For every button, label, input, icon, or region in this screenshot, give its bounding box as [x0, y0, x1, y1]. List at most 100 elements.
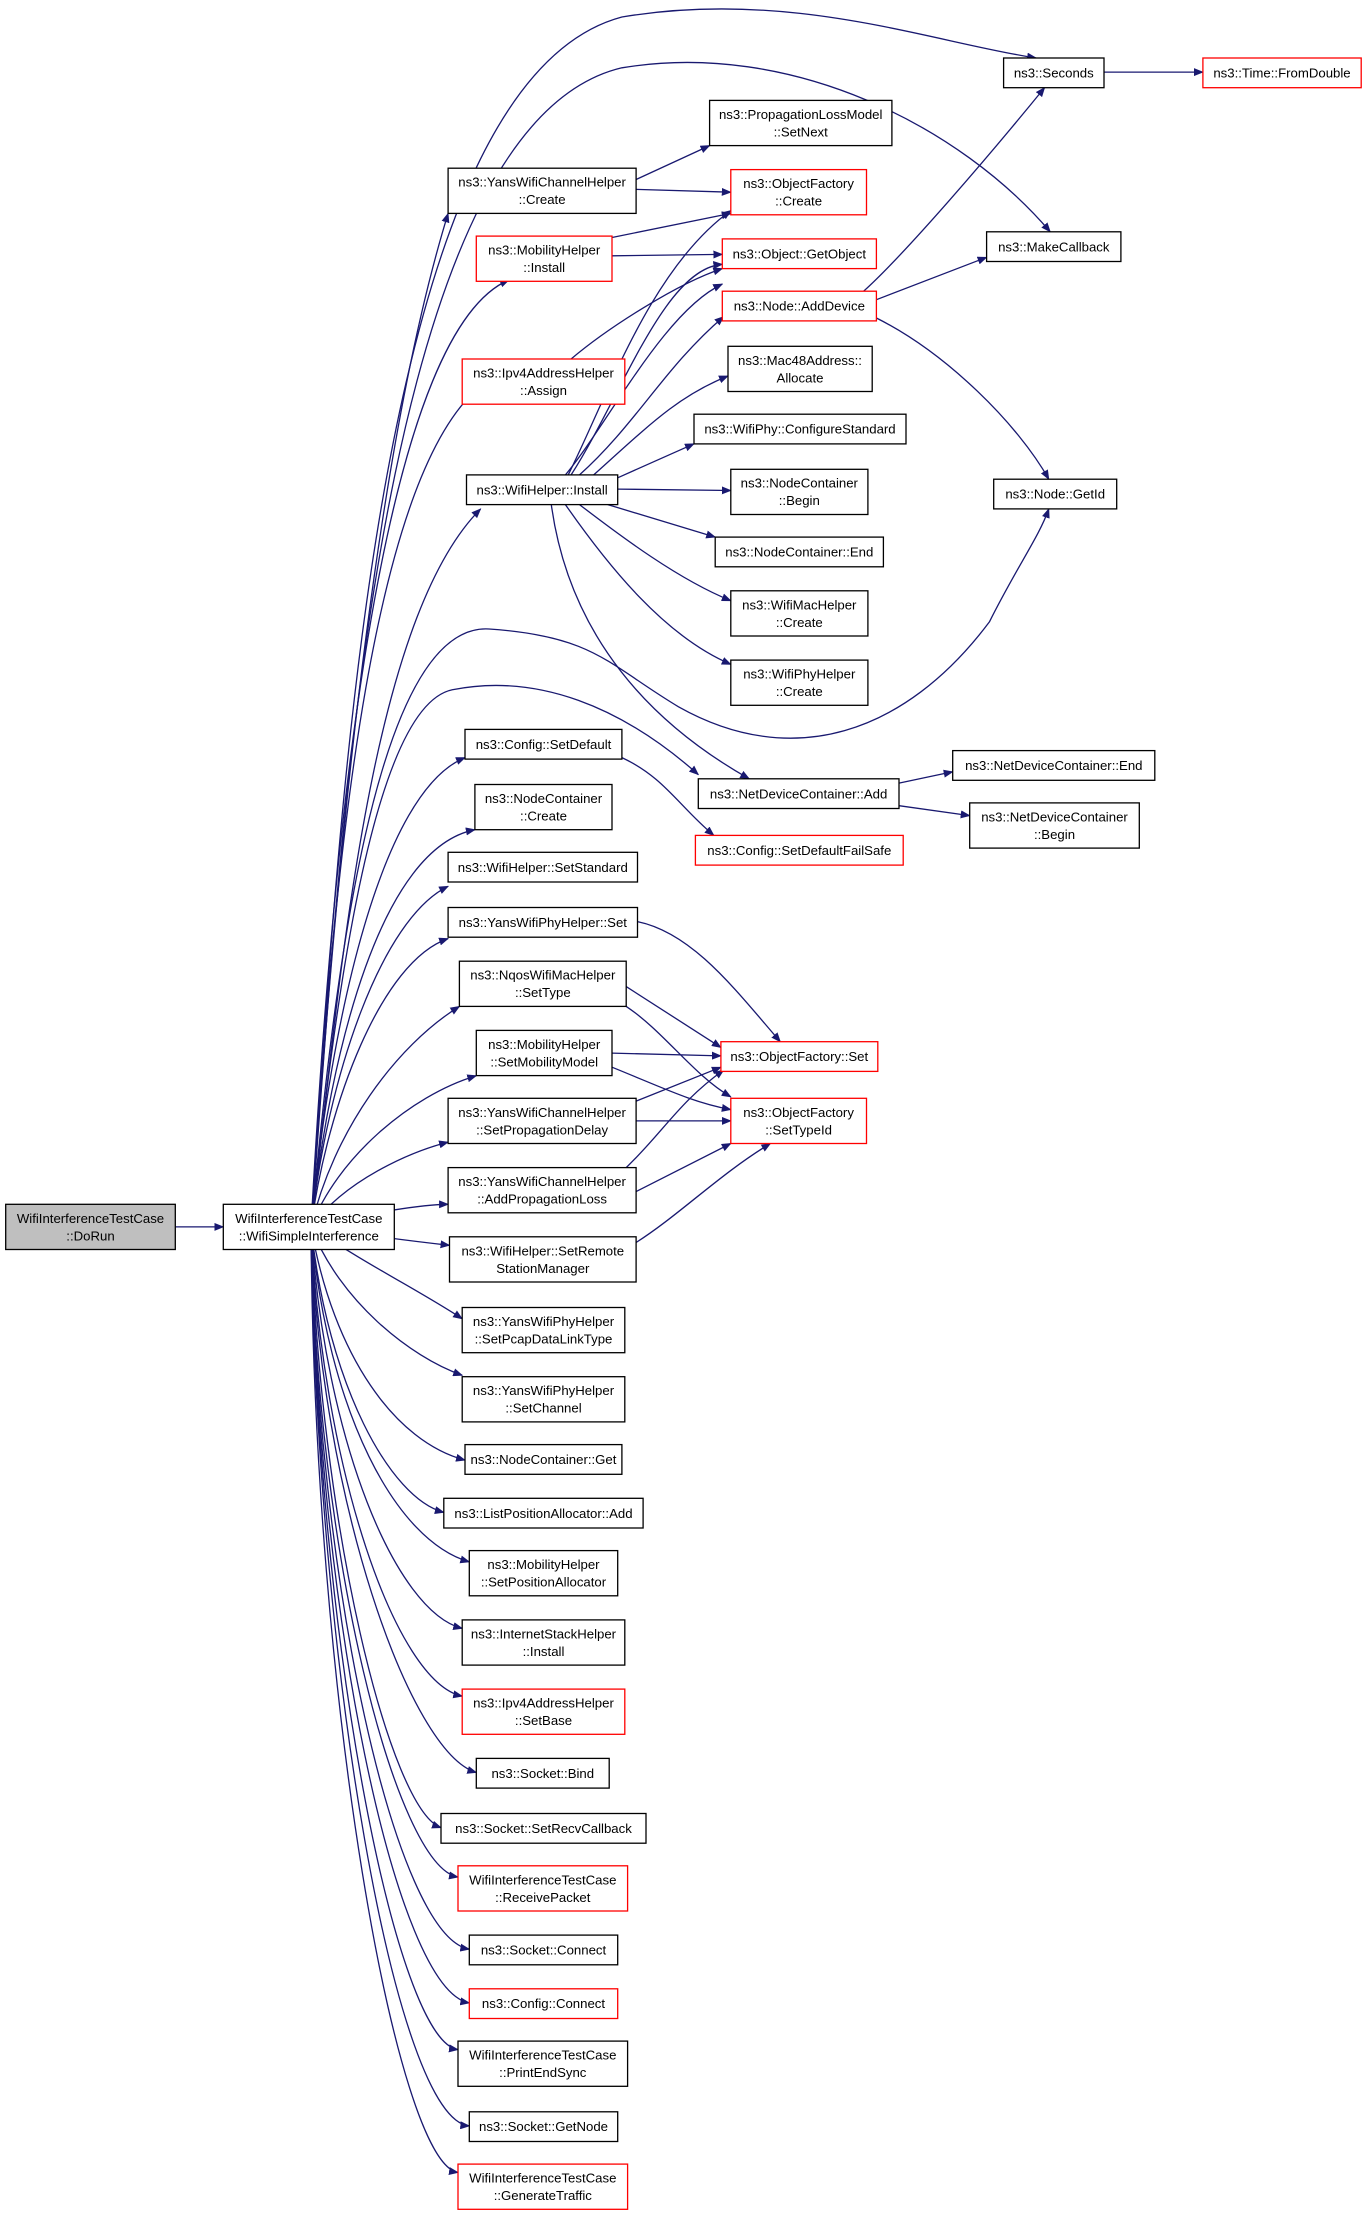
node-inetInstall[interactable]: ns3::InternetStackHelper::Install	[461, 1619, 626, 1666]
node-recvPacket[interactable]: WifiInterferenceTestCase::ReceivePacket	[457, 1865, 629, 1912]
node-ndcBegin[interactable]: ns3::NetDeviceContainer::Begin	[969, 802, 1140, 849]
call-edge-line	[310, 1226, 464, 1699]
node-ncCreate[interactable]: ns3::NodeContainer::Create	[474, 783, 613, 831]
node-doRun[interactable]: WifiInterferenceTestCase::DoRun	[5, 1203, 176, 1251]
call-edge	[637, 920, 781, 1043]
node-getObject[interactable]: ns3::Object::GetObject	[721, 238, 878, 270]
call-edge-line	[625, 1005, 732, 1098]
call-edge-line	[579, 315, 725, 476]
node-mobInstall[interactable]: ns3::MobilityHelper::Install	[475, 235, 613, 282]
node-yansChAddLoss[interactable]: ns3::YansWifiChannelHelper::AddPropagati…	[447, 1166, 637, 1214]
node-ipv4Assign[interactable]: ns3::Ipv4AddressHelper::Assign	[461, 358, 626, 405]
node-ncBegin[interactable]: ns3::NodeContainer::Begin	[730, 468, 869, 516]
node-box	[5, 1203, 176, 1251]
node-cfgConnect[interactable]: ns3::Config::Connect	[468, 1988, 619, 2020]
node-cfgFailSafe[interactable]: ns3::Config::SetDefaultFailSafe	[694, 834, 904, 866]
node-pcapDlt[interactable]: ns3::YansWifiPhyHelper::SetPcapDataLinkT…	[461, 1306, 626, 1354]
node-ncEnd[interactable]: ns3::NodeContainer::End	[714, 536, 885, 568]
node-simple[interactable]: WifiInterferenceTestCase::WifiSimpleInte…	[222, 1203, 395, 1251]
node-box	[969, 802, 1140, 849]
call-edge-line	[310, 1226, 466, 1462]
call-edge-line	[310, 885, 449, 1227]
node-ncGet[interactable]: ns3::NodeContainer::Get	[464, 1443, 623, 1475]
call-edge	[310, 1226, 471, 2130]
node-addDevice[interactable]: ns3::Node::AddDevice	[721, 290, 878, 322]
node-listPosAdd[interactable]: ns3::ListPositionAllocator::Add	[443, 1497, 644, 1529]
node-label: ns3::Node::AddDevice	[734, 299, 865, 314]
node-printEndSync[interactable]: WifiInterferenceTestCase::PrintEndSync	[457, 2040, 629, 2087]
node-mobSetModel[interactable]: ns3::MobilityHelper::SetMobilityModel	[475, 1029, 613, 1077]
node-ofSetTypeId[interactable]: ns3::ObjectFactory::SetTypeId	[730, 1097, 868, 1145]
node-sockRecvCb[interactable]: ns3::Socket::SetRecvCallback	[440, 1812, 647, 1844]
call-edge	[310, 371, 506, 1227]
node-ipv4SetBase[interactable]: ns3::Ipv4AddressHelper::SetBase	[461, 1688, 626, 1735]
call-edge	[310, 1226, 471, 1952]
node-label: ::WifiSimpleInterference	[239, 1228, 379, 1243]
call-edge	[310, 937, 450, 1227]
node-box	[475, 1029, 613, 1077]
node-mobSetPosAlloc[interactable]: ns3::MobilityHelper::SetPositionAllocato…	[468, 1549, 619, 1597]
node-seconds[interactable]: ns3::Seconds	[1002, 57, 1105, 89]
node-genTraffic[interactable]: WifiInterferenceTestCase::GenerateTraffi…	[457, 2163, 629, 2210]
call-edge	[635, 1142, 772, 1244]
call-edge	[621, 757, 715, 837]
node-box	[714, 536, 885, 568]
node-macHelperCreate[interactable]: ns3::WifiMacHelper::Create	[730, 590, 869, 637]
call-edge	[876, 256, 988, 301]
node-sockBind[interactable]: ns3::Socket::Bind	[475, 1757, 610, 1789]
node-label: ::Install	[523, 260, 565, 275]
node-label: ::Create	[520, 809, 567, 824]
node-box	[461, 1619, 626, 1666]
call-edge-line	[570, 260, 724, 476]
call-edge	[550, 504, 751, 780]
node-sockGetNode[interactable]: ns3::Socket::GetNode	[468, 2111, 619, 2143]
node-label: ::Begin	[779, 493, 820, 508]
call-edge	[310, 1226, 459, 2053]
node-ofCreate[interactable]: ns3::ObjectFactory::Create	[730, 168, 868, 216]
call-edge-line	[635, 1066, 722, 1102]
call-edge	[611, 250, 724, 259]
node-box	[447, 167, 637, 215]
node-wifiInstall[interactable]: ns3::WifiHelper::Install	[465, 474, 619, 506]
node-label: ns3::NqosWifiMacHelper	[470, 968, 616, 983]
call-edge	[898, 769, 954, 784]
node-box	[461, 358, 626, 405]
call-edge-line	[310, 279, 510, 1227]
node-nqosSetType[interactable]: ns3::NqosWifiMacHelper::SetType	[458, 960, 627, 1008]
node-box	[475, 235, 613, 282]
node-yansPhySet[interactable]: ns3::YansWifiPhyHelper::Set	[447, 906, 639, 938]
node-ndcEnd[interactable]: ns3::NetDeviceContainer::End	[952, 749, 1156, 781]
call-edge	[635, 1066, 722, 1102]
node-label: ::GenerateTraffic	[494, 2188, 593, 2203]
node-box	[727, 345, 873, 393]
node-label: ns3::Mac48Address::	[738, 353, 862, 368]
call-edge-line	[310, 1226, 478, 1774]
node-phyHelperCreate[interactable]: ns3::WifiPhyHelper::Create	[730, 659, 869, 706]
node-box	[465, 474, 619, 506]
node-box	[447, 1166, 637, 1214]
node-phyConfStd[interactable]: ns3::WifiPhy::ConfigureStandard	[693, 413, 907, 445]
node-ndcAdd[interactable]: ns3::NetDeviceContainer::Add	[697, 778, 900, 810]
call-edge-line	[625, 986, 722, 1048]
node-label: ::SetMobilityModel	[490, 1054, 598, 1069]
node-cfgSetDefault[interactable]: ns3::Config::SetDefault	[464, 728, 623, 760]
node-box	[721, 290, 878, 322]
node-box	[464, 728, 623, 760]
call-edge-line	[310, 684, 700, 1227]
node-macAllocate[interactable]: ns3::Mac48Address::Allocate	[727, 345, 873, 393]
call-edge	[310, 279, 510, 1227]
node-setChannel[interactable]: ns3::YansWifiPhyHelper::SetChannel	[461, 1376, 626, 1423]
node-label: Allocate	[777, 370, 824, 385]
node-setStandard[interactable]: ns3::WifiHelper::SetStandard	[447, 851, 639, 883]
node-propSetNext[interactable]: ns3::PropagationLossModel::SetNext	[708, 99, 893, 147]
node-fromDouble[interactable]: ns3::Time::FromDouble	[1202, 57, 1362, 89]
node-yansChSetDelay[interactable]: ns3::YansWifiChannelHelper::SetPropagati…	[447, 1097, 637, 1145]
node-yansChCreate[interactable]: ns3::YansWifiChannelHelper::Create	[447, 167, 637, 215]
node-ofSet[interactable]: ns3::ObjectFactory::Set	[720, 1041, 879, 1073]
node-sockConnect[interactable]: ns3::Socket::Connect	[468, 1934, 619, 1966]
call-edge	[310, 756, 466, 1227]
node-makeCallback[interactable]: ns3::MakeCallback	[985, 231, 1122, 263]
call-edge-line	[310, 756, 466, 1227]
node-getId[interactable]: ns3::Node::GetId	[993, 478, 1118, 510]
